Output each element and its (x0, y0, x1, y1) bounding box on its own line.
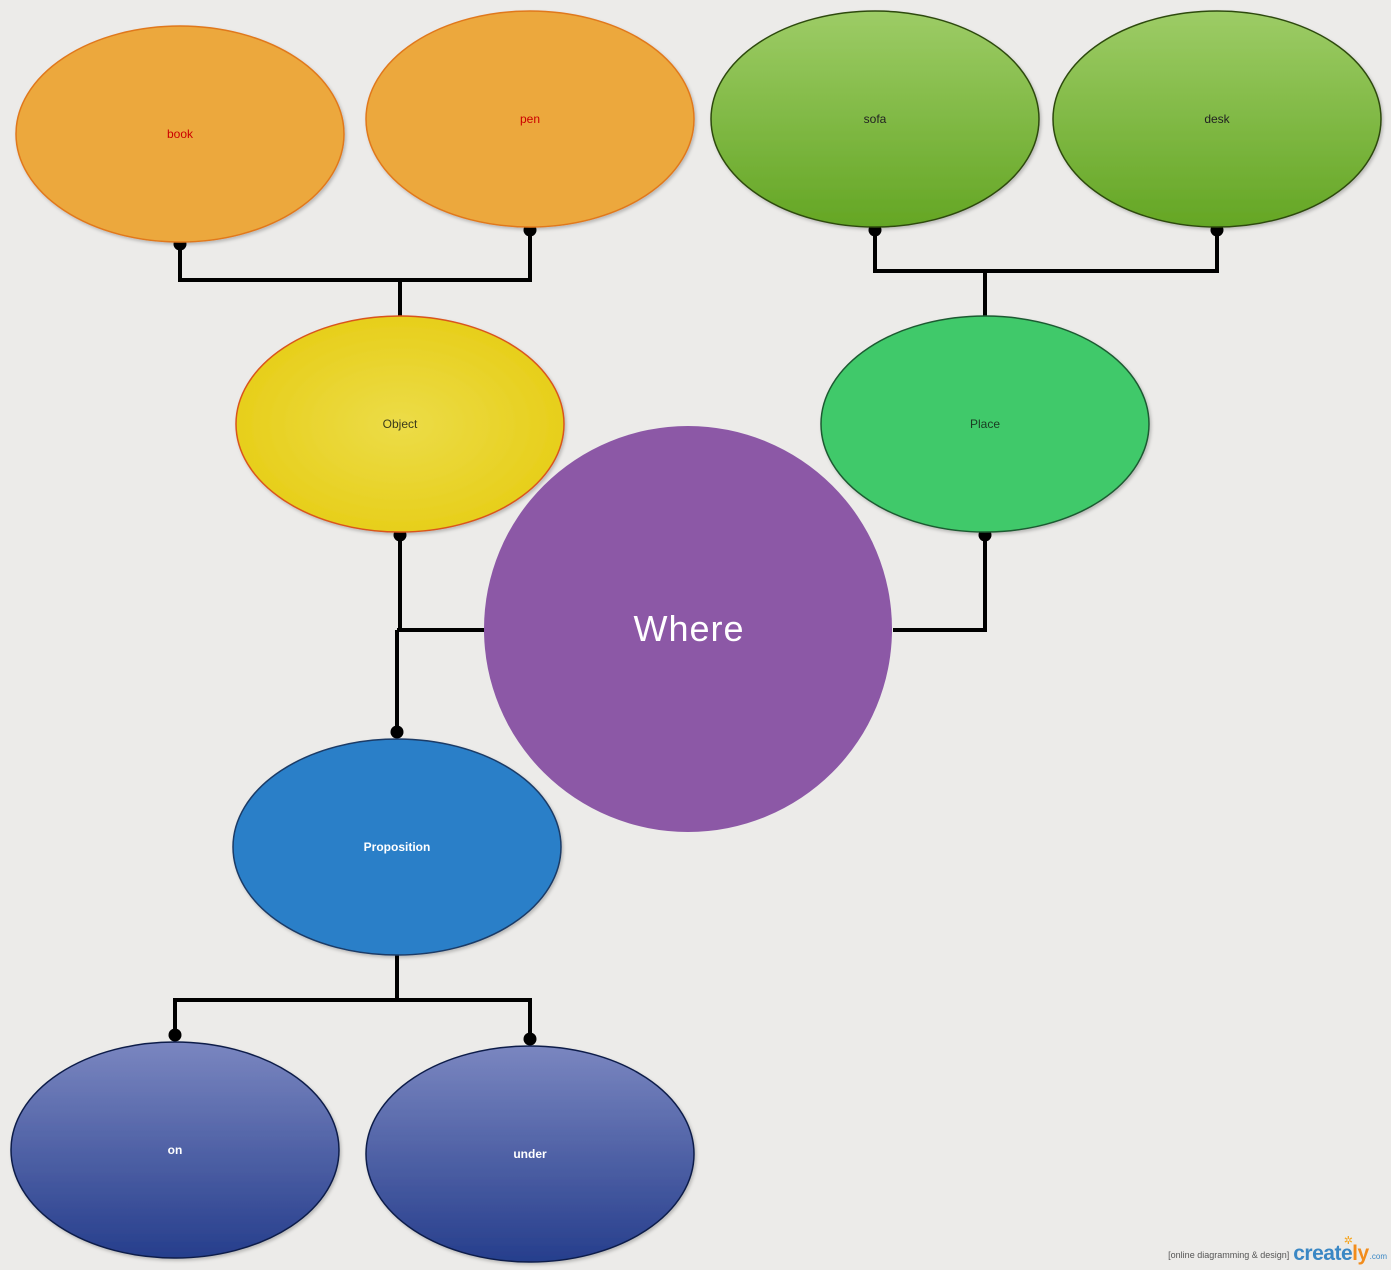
connector-dot (390, 725, 404, 739)
node-place-label: Place (970, 417, 1000, 431)
node-under[interactable]: under (365, 1045, 695, 1263)
lightbulb-icon: ✲ (1343, 1235, 1353, 1247)
connector-proposition-on-under (173, 955, 532, 1039)
node-pen-label: pen (520, 112, 540, 126)
node-book-shape (15, 25, 345, 243)
watermark-brand-accent: ly (1352, 1242, 1369, 1265)
connectors (173, 230, 1219, 1039)
node-sofa[interactable]: sofa (710, 10, 1040, 228)
watermark-brand: creately (1293, 1242, 1369, 1266)
node-on[interactable]: on (10, 1041, 340, 1259)
node-under-shape (365, 1045, 695, 1263)
node-object-label: Object (383, 417, 418, 431)
node-under-label: under (513, 1147, 547, 1161)
node-where-label: Where (633, 608, 744, 649)
node-place-shape (820, 315, 1150, 533)
creately-watermark: [online diagramming & design] creately .… (1168, 1235, 1387, 1266)
node-proposition-shape (232, 738, 562, 956)
node-pen[interactable]: pen (365, 10, 695, 228)
node-desk-shape (1052, 10, 1382, 228)
connector-dot (168, 1028, 182, 1042)
connector-dot (523, 1032, 537, 1046)
watermark-brand-main: create (1293, 1242, 1353, 1265)
node-desk[interactable]: desk (1052, 10, 1382, 228)
connector-where-object-proposition (395, 535, 486, 732)
node-where[interactable]: Where (484, 426, 892, 832)
node-pen-shape (365, 10, 695, 228)
watermark-tagline: [online diagramming & design] (1168, 1250, 1290, 1260)
connector-object-book-pen (178, 230, 532, 316)
node-desk-label: desk (1204, 112, 1230, 126)
node-where-shape (484, 426, 892, 832)
node-book[interactable]: book (15, 25, 345, 243)
node-on-label: on (168, 1143, 183, 1157)
node-sofa-shape (710, 10, 1040, 228)
node-on-shape (10, 1041, 340, 1259)
node-book-label: book (167, 127, 194, 141)
connector-place-sofa-desk (873, 230, 1219, 316)
connector-where-place (893, 535, 987, 632)
node-object-shape (235, 315, 565, 533)
node-proposition[interactable]: Proposition (232, 738, 562, 956)
node-proposition-label: Proposition (364, 840, 431, 854)
node-sofa-label: sofa (864, 112, 887, 126)
node-object[interactable]: Object (235, 315, 565, 533)
watermark-brand-suffix: .com (1369, 1252, 1387, 1261)
node-place[interactable]: Place (820, 315, 1150, 533)
